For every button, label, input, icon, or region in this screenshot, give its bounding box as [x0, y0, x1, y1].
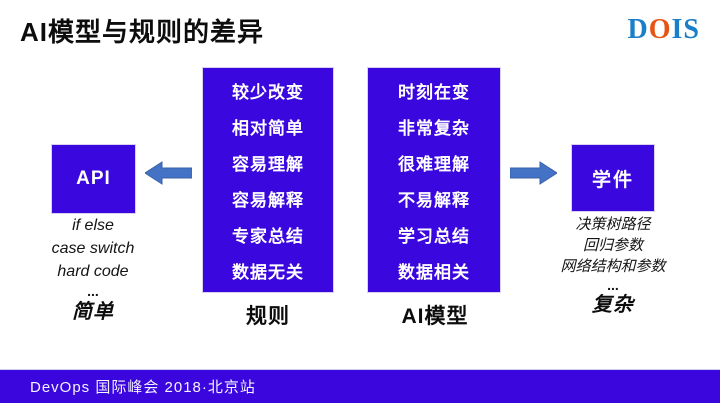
logo-letter-d: D — [627, 14, 649, 45]
rules-column-label: 规则 — [246, 305, 290, 328]
learnware-note-line: 网络结构和参数 — [560, 258, 666, 275]
learnware-note-line: 决策树路径 — [575, 216, 651, 233]
simple-summary-label: 简单 — [72, 301, 114, 323]
ellipsis-text: ... — [87, 283, 99, 299]
learnware-note-line: 回归参数 — [582, 237, 643, 254]
rules-column: 较少改变 相对简单 容易理解 容易解释 专家总结 数据无关 — [203, 68, 333, 292]
ellipsis-text: ... — [607, 277, 619, 293]
ai-model-item: 非常复杂 — [398, 118, 470, 138]
rules-item: 较少改变 — [232, 82, 304, 102]
rules-item: 专家总结 — [232, 226, 304, 246]
ai-model-item: 数据相关 — [398, 262, 470, 282]
rules-item: 容易理解 — [232, 154, 304, 174]
right-arrow-icon — [510, 161, 557, 185]
rules-item: 相对简单 — [232, 118, 304, 138]
logo-letter-o: O — [648, 14, 672, 45]
api-note-line: if else — [72, 217, 114, 234]
api-note-line: case switch — [51, 240, 135, 257]
rules-item: 容易解释 — [232, 190, 304, 210]
left-arrow-icon — [145, 161, 192, 185]
rules-item: 数据无关 — [232, 262, 304, 282]
footer-bar: DevOps 国际峰会 2018·北京站 — [0, 369, 720, 403]
api-note-line: hard code — [57, 263, 129, 280]
learnware-box: 学件 — [572, 145, 654, 211]
logo-letters-is: IS — [671, 14, 700, 45]
dois-logo: DOIS — [628, 14, 700, 46]
footer-text: DevOps 国际峰会 2018·北京站 — [30, 379, 256, 396]
slide-title: AI模型与规则的差异 — [20, 17, 265, 47]
api-notes: if else case switch hard code ... 简单 — [18, 214, 168, 324]
ai-model-item: 时刻在变 — [398, 82, 470, 102]
complex-summary-label: 复杂 — [592, 294, 634, 316]
learnware-notes: 决策树路径 回归参数 网络结构和参数 ... 复杂 — [538, 214, 688, 316]
api-box: API — [52, 145, 135, 213]
ai-model-item: 很难理解 — [398, 154, 470, 174]
ai-model-item: 不易解释 — [398, 190, 470, 210]
ai-model-column-label: AI模型 — [401, 305, 469, 328]
ai-model-item: 学习总结 — [398, 226, 470, 246]
ai-model-column: 时刻在变 非常复杂 很难理解 不易解释 学习总结 数据相关 — [368, 68, 500, 292]
